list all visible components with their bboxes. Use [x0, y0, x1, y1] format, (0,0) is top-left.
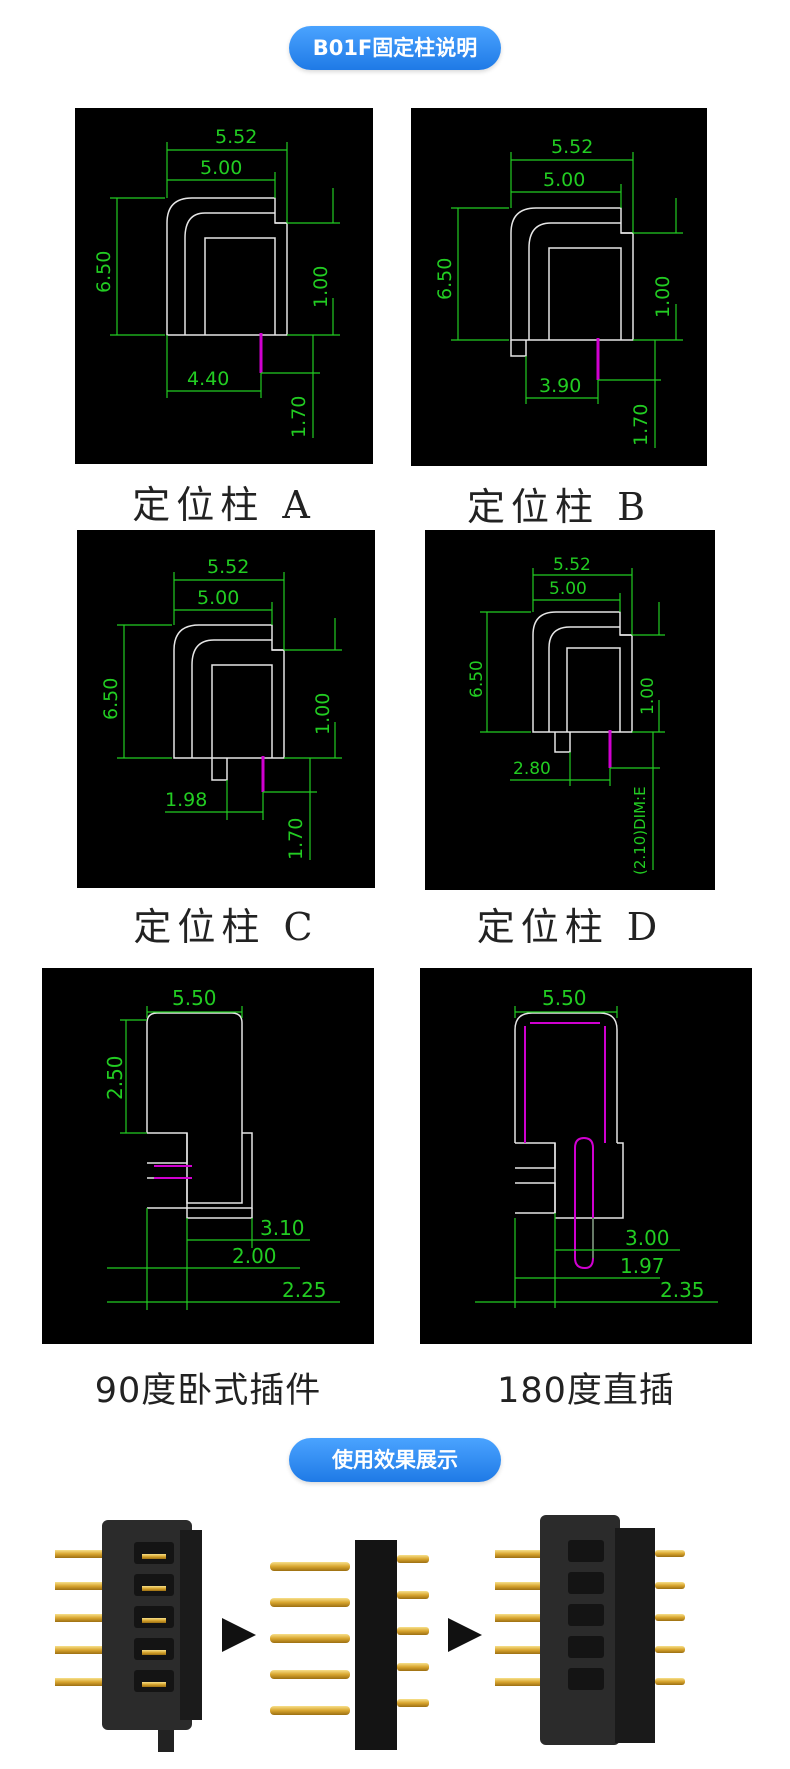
drawing-panel-f: 5.50 3.00 1.97 2.35: [420, 968, 752, 1344]
dim-b-pin-length: 1.70: [630, 404, 652, 446]
drawing-panel-d: 5.52 5.00 6.50 1.00 2.80 (2.10)DIM:E: [425, 530, 715, 890]
connector-housing-photo: [55, 1520, 202, 1752]
dim-e-width: 5.50: [172, 986, 217, 1010]
dim-a-pin-length: 1.70: [288, 396, 310, 438]
dim-c-width-outer: 5.52: [207, 556, 249, 578]
dim-c-width-inner: 5.00: [197, 587, 239, 609]
dim-f-offset-2: 1.97: [620, 1254, 665, 1278]
dim-e-offset-1: 3.10: [260, 1216, 305, 1240]
dim-c-height: 6.50: [100, 678, 122, 720]
caption-panel-a: 定位柱 A: [132, 483, 316, 527]
right-triangle-icon: [448, 1618, 482, 1652]
section-title-usage: 使用效果展示: [289, 1438, 501, 1482]
mated-assembly-photo: [495, 1515, 685, 1745]
caption-panel-d: 定位柱 D: [476, 905, 664, 949]
dim-c-pin-length: 1.70: [285, 818, 307, 860]
dim-d-pin-offset: 2.80: [513, 759, 551, 779]
drawing-panel-e: 5.50 2.50 3.10 2.00 2.25: [42, 968, 374, 1344]
drawing-panel-c: 5.52 5.00 6.50 1.00 1.98 1.70: [77, 530, 375, 888]
dim-e-height: 2.50: [103, 1055, 127, 1100]
section-title-dimensions: B01F固定柱说明: [289, 26, 501, 70]
dim-b-width-outer: 5.52: [551, 136, 593, 158]
drawing-panel-a: 5.52 5.00 6.50 1.00 4.40 1.70: [75, 108, 373, 464]
drawing-panel-b: 5.52 5.00 6.50 1.00 3.90 1.70: [411, 108, 707, 466]
dim-f-offset-3: 2.35: [660, 1278, 705, 1302]
dim-d-pin-length: (2.10)DIM:E: [631, 786, 649, 875]
dim-a-pin-offset: 4.40: [187, 368, 229, 390]
dim-b-step: 1.00: [652, 276, 674, 318]
dim-f-offset-1: 3.00: [625, 1226, 670, 1250]
dim-c-step: 1.00: [312, 693, 334, 735]
dim-a-width-outer: 5.52: [215, 126, 257, 148]
dim-a-height: 6.50: [93, 251, 115, 293]
dim-a-width-inner: 5.00: [200, 157, 242, 179]
dim-d-width-inner: 5.00: [549, 579, 587, 599]
pin-header-photo: [270, 1540, 429, 1750]
dim-b-height: 6.50: [434, 258, 456, 300]
caption-panel-e: 90度卧式插件: [94, 1371, 322, 1411]
dim-e-offset-3: 2.25: [282, 1278, 327, 1302]
dim-a-step: 1.00: [310, 266, 332, 308]
caption-panel-b: 定位柱 B: [466, 485, 651, 529]
dim-f-width: 5.50: [542, 986, 587, 1010]
dim-b-pin-offset: 3.90: [539, 375, 581, 397]
dim-d-width-outer: 5.52: [553, 555, 591, 575]
right-triangle-icon: [222, 1618, 256, 1652]
dim-c-pin-offset: 1.98: [165, 789, 207, 811]
dim-d-step: 1.00: [638, 677, 658, 715]
dim-d-height: 6.50: [467, 660, 487, 698]
dim-e-offset-2: 2.00: [232, 1244, 277, 1268]
caption-panel-f: 180度直插: [497, 1371, 675, 1411]
dim-b-width-inner: 5.00: [543, 169, 585, 191]
usage-photos: [40, 1500, 760, 1760]
caption-panel-c: 定位柱 C: [133, 905, 319, 949]
